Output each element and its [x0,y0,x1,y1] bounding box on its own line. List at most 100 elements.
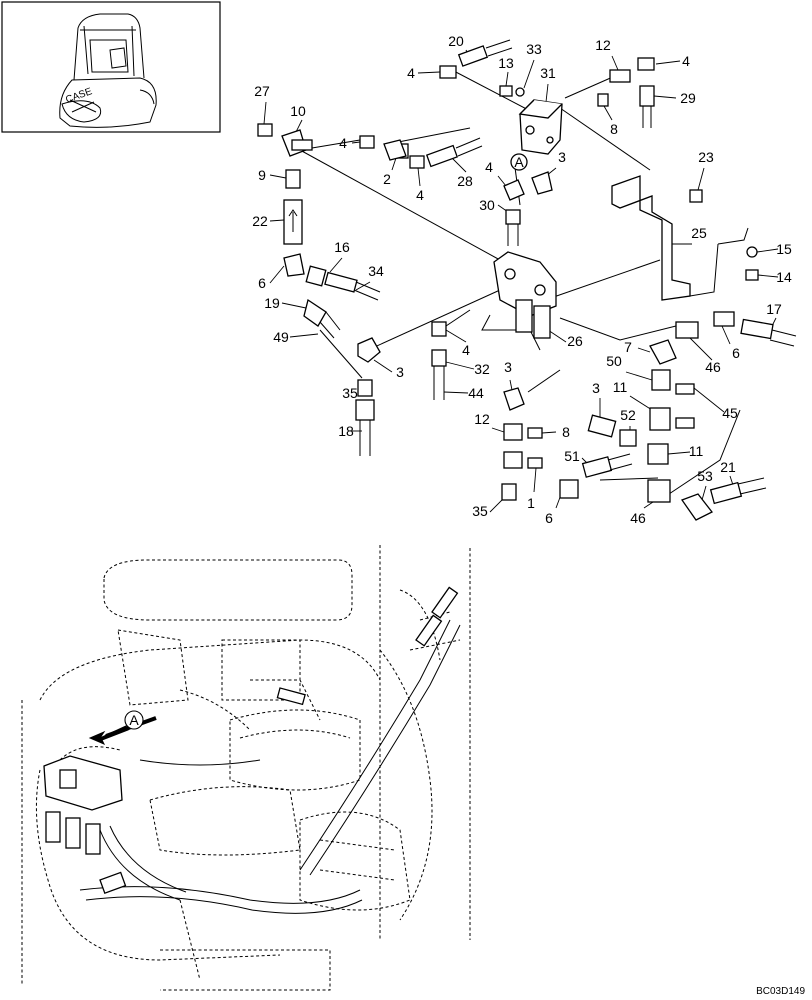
callout-c6a: 6 [258,275,266,291]
callout-c35b: 35 [472,503,488,519]
leader-c16 [329,257,343,273]
callout-c49: 49 [273,329,289,345]
callout-c22: 22 [252,213,268,229]
leader-c44 [443,391,469,394]
callout-c8a: 8 [610,121,618,137]
leader-c6b [721,325,731,345]
callout-c51: 51 [564,448,580,464]
callout-c50: 50 [606,353,622,369]
callout-c2: 2 [383,171,391,187]
leader-c1 [533,467,537,493]
leader-c11a [629,395,653,411]
callout-c15: 15 [776,241,792,257]
drawing-reference-code: BC03D149 [756,986,805,997]
callout-c4c: 4 [416,187,424,203]
valve-bank-installed [43,755,127,894]
leader-c9 [269,174,287,179]
callout-c23: 23 [698,149,714,165]
callout-c29: 29 [680,90,696,106]
machine-installation-view: A [21,545,471,991]
callout-c6b: 6 [732,345,740,361]
callout-c11a: 11 [613,379,628,395]
callout-c52: 52 [620,407,636,423]
callout-c20: 20 [448,33,464,49]
leader-c31 [545,83,549,103]
leader-c34 [355,281,371,291]
leader-c4f [655,60,681,65]
callout-c13: 13 [498,55,514,71]
callout-c27: 27 [254,83,270,99]
callout-c18: 18 [338,423,354,439]
callout-c3d: 3 [592,380,600,396]
callout-c12b: 12 [474,411,490,427]
leader-c12b [491,427,505,433]
leader-c6a [269,265,285,284]
hose-fittings-installed [276,586,459,706]
callout-c4e: 4 [462,342,470,358]
leader-c46a [689,337,713,361]
fittings [257,39,797,521]
leader-c29 [653,95,677,99]
machine-overview-inset: CASE [1,1,221,133]
detail-marker-top: A [514,154,524,170]
leader-c15 [756,248,779,253]
callout-c4a: 4 [407,65,415,81]
leader-c14 [757,274,779,278]
callout-c44: 44 [468,385,484,401]
leader-c49 [289,333,319,338]
leader-c23 [697,167,705,191]
callout-c8b: 8 [562,424,570,440]
leader-c4b [351,141,361,144]
leader-c53 [701,485,707,501]
callout-c28: 28 [457,173,473,189]
callout-c32: 32 [474,361,490,377]
callout-c4f: 4 [682,53,690,69]
callout-c7: 7 [624,339,632,355]
leader-c8a [603,105,613,121]
callout-c9: 9 [258,167,266,183]
leader-c27 [263,101,267,125]
leader-c3c [509,379,513,391]
leader-c3b [373,359,393,373]
callout-c3c: 3 [504,359,512,375]
callout-c4b: 4 [339,135,347,151]
callout-c6c: 6 [545,510,553,526]
leader-c33 [523,59,535,89]
callout-c26: 26 [567,333,583,349]
callout-c53: 53 [697,468,713,484]
leader-c32 [445,361,475,370]
leader-c4d [497,175,507,187]
leader-c7 [637,347,651,353]
callout-c33: 33 [526,41,542,57]
leader-c22 [269,219,285,222]
callout-c21: 21 [720,459,736,475]
callout-c19: 19 [264,295,280,311]
callout-c3a: 3 [558,149,566,165]
callout-c46b: 46 [630,510,646,526]
callout-c1: 1 [527,495,535,511]
callout-c11b: 11 [689,443,704,459]
leader-c8b [541,431,557,434]
leader-c45 [693,387,725,413]
callout-c16: 16 [334,239,350,255]
leader-c13 [505,71,509,87]
leader-c12a [611,55,619,71]
leader-c50 [625,371,653,381]
callout-c10: 10 [290,103,306,119]
callout-c34: 34 [368,263,384,279]
callout-c46a: 46 [705,359,721,375]
leader-c19 [281,302,307,309]
callout-c35a: 35 [342,385,358,401]
leader-c26 [547,329,567,343]
callout-c3b: 3 [396,364,404,380]
leader-c11b [667,451,691,455]
callout-c17: 17 [766,301,782,317]
leader-c4e [445,329,467,343]
callout-c45: 45 [722,405,738,421]
callout-c12a: 12 [595,37,611,53]
leader-c28 [451,157,467,173]
view-arrow-a: A [88,710,157,745]
